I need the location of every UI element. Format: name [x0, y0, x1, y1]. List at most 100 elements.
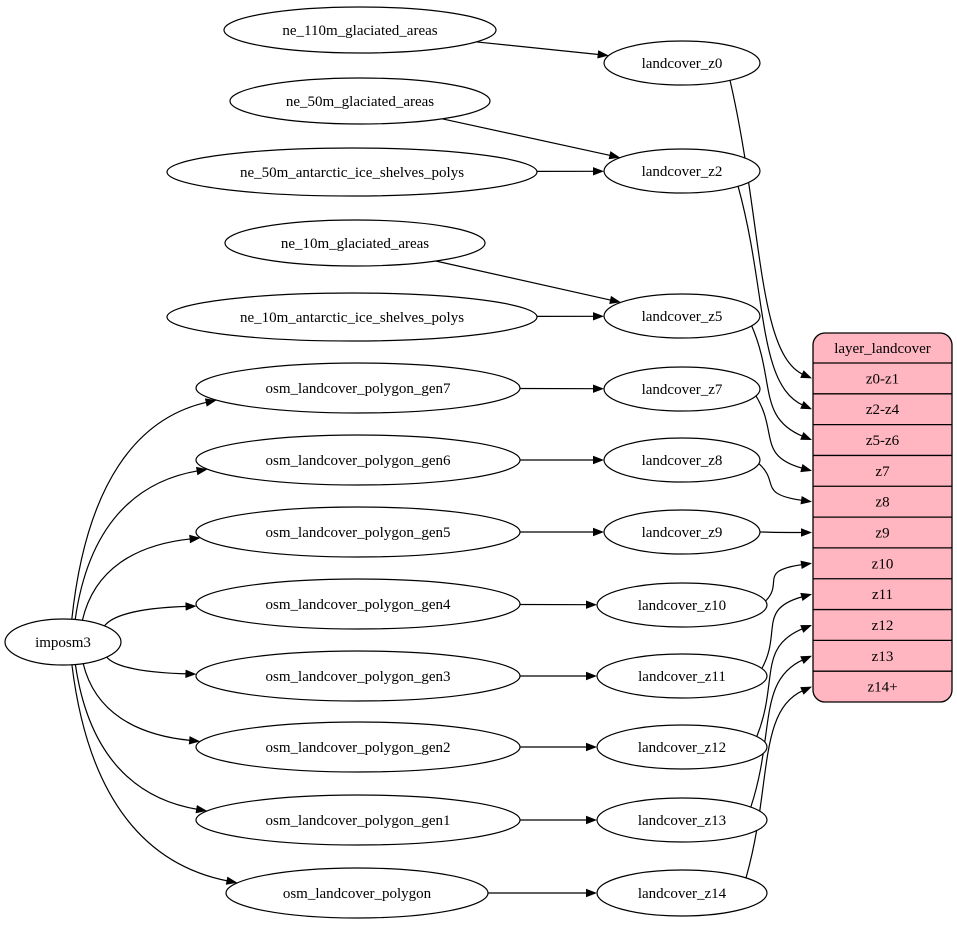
node-label: ne_50m_antarctic_ice_shelves_polys	[240, 165, 464, 181]
node-landcover_z11: landcover_z11	[597, 654, 767, 698]
edge-imposm3-to-osm_landcover_polygon_gen4	[105, 606, 188, 626]
node-landcover_z10: landcover_z10	[597, 583, 767, 627]
node-label: landcover_z9	[642, 525, 723, 541]
edge-arrowhead-icon	[593, 456, 604, 464]
edge-ne_110m_glaciated_areas-to-landcover_z0	[476, 42, 599, 55]
node-label: landcover_z14	[638, 886, 727, 902]
node-landcover_z9: landcover_z9	[604, 510, 760, 554]
table-row-label: z0-z1	[866, 371, 899, 387]
node-osm_landcover_polygon_gen3: osm_landcover_polygon_gen3	[196, 651, 520, 701]
table-row-label: z7	[875, 464, 890, 480]
node-osm_landcover_polygon_gen6: osm_landcover_polygon_gen6	[196, 435, 520, 485]
table-row-label: z8	[875, 495, 889, 511]
table-row-label: z5-z6	[866, 433, 900, 449]
edge-landcover_z8-to-row-4	[759, 464, 803, 501]
edge-imposm3-to-osm_landcover_polygon_gen3	[107, 657, 188, 674]
node-landcover_z8: landcover_z8	[604, 438, 760, 482]
node-ne_50m_antarctic_ice_shelves_polys: ne_50m_antarctic_ice_shelves_polys	[167, 148, 537, 196]
node-label: imposm3	[35, 635, 91, 651]
node-label: ne_10m_antarctic_ice_shelves_polys	[240, 310, 464, 326]
edge-arrowhead-icon	[586, 743, 597, 751]
edge-imposm3-to-osm_landcover_polygon_gen7	[72, 402, 208, 619]
edge-arrowhead-icon	[801, 561, 813, 569]
node-ne_50m_glaciated_areas: ne_50m_glaciated_areas	[230, 78, 490, 124]
edge-arrowhead-icon	[800, 432, 812, 440]
node-label: landcover_z2	[642, 164, 723, 180]
node-label: osm_landcover_polygon	[283, 886, 432, 902]
node-ne_10m_glaciated_areas: ne_10m_glaciated_areas	[225, 220, 485, 266]
edge-ne_10m_glaciated_areas-to-landcover_z5	[436, 261, 612, 300]
edge-arrowhead-icon	[800, 625, 812, 633]
node-label: osm_landcover_polygon_gen6	[266, 453, 451, 469]
edge-landcover_z7-to-row-3	[756, 396, 803, 469]
node-label: landcover_z5	[642, 309, 723, 325]
node-label: landcover_z12	[638, 740, 726, 756]
node-label: landcover_z13	[638, 813, 726, 829]
edge-imposm3-to-osm_landcover_polygon	[72, 665, 229, 881]
node-osm_landcover_polygon_gen4: osm_landcover_polygon_gen4	[196, 579, 520, 629]
node-label: ne_110m_glaciated_areas	[282, 23, 437, 39]
table-layer-landcover: layer_landcover z0-z1 z2-z4 z5-z6 z7 z8 z9 z10 z…	[813, 333, 952, 702]
edge-arrowhead-icon	[586, 672, 597, 680]
node-osm_landcover_polygon_gen2: osm_landcover_polygon_gen2	[196, 722, 520, 772]
node-label: osm_landcover_polygon_gen1	[266, 813, 451, 829]
node-label: ne_10m_glaciated_areas	[281, 236, 429, 252]
edge-imposm3-to-osm_landcover_polygon_gen5	[82, 539, 191, 621]
node-label: osm_landcover_polygon_gen7	[266, 381, 451, 397]
node-label: landcover_z8	[642, 453, 723, 469]
node-landcover_z12: landcover_z12	[597, 725, 767, 769]
node-label: landcover_z11	[638, 669, 726, 685]
table-title: layer_landcover	[834, 341, 931, 357]
edge-landcover_z10-to-row-6	[766, 565, 804, 602]
node-landcover_z0: landcover_z0	[604, 41, 760, 85]
edge-imposm3-to-osm_landcover_polygon_gen6	[75, 471, 199, 620]
edge-arrowhead-icon	[586, 816, 597, 824]
edge-arrowhead-icon	[800, 401, 812, 409]
edge-imposm3-to-osm_landcover_polygon_gen2	[83, 664, 191, 741]
edge-landcover_z2-to-row-1	[738, 186, 804, 405]
edge-landcover_z9-to-row-5	[760, 532, 803, 533]
table-row-label: z13	[872, 649, 894, 665]
table-row-label: z2-z4	[866, 402, 900, 418]
node-landcover_z13: landcover_z13	[597, 798, 767, 842]
edge-ne_50m_glaciated_areas-to-landcover_z2	[442, 119, 611, 156]
node-label: landcover_z0	[642, 56, 723, 72]
node-label: landcover_z10	[638, 598, 726, 614]
edge-arrowhead-icon	[185, 670, 196, 678]
table-row-label: z12	[872, 618, 894, 634]
table-row-label: z10	[872, 556, 894, 572]
edge-landcover_z11-to-row-7	[762, 597, 803, 669]
node-label: osm_landcover_polygon_gen5	[266, 525, 451, 541]
edge-arrowhead-icon	[586, 601, 597, 609]
edge-arrowhead-icon	[593, 312, 604, 320]
node-ne_110m_glaciated_areas: ne_110m_glaciated_areas	[224, 7, 496, 53]
edge-arrowhead-icon	[586, 889, 597, 897]
table-row-label: z9	[875, 526, 889, 542]
node-osm_landcover_polygon_gen1: osm_landcover_polygon_gen1	[196, 795, 520, 845]
edge-arrowhead-icon	[185, 602, 196, 610]
table-row-label: z11	[872, 587, 893, 603]
node-label: osm_landcover_polygon_gen4	[266, 597, 451, 613]
node-osm_landcover_polygon: osm_landcover_polygon	[226, 868, 488, 918]
node-landcover_z2: landcover_z2	[604, 149, 760, 193]
node-label: ne_50m_glaciated_areas	[286, 94, 434, 110]
node-landcover_z14: landcover_z14	[597, 870, 767, 916]
edge-arrowhead-icon	[800, 687, 812, 695]
edge-arrowhead-icon	[800, 464, 812, 472]
node-landcover_z5: landcover_z5	[604, 294, 760, 338]
edge-arrowhead-icon	[800, 656, 812, 664]
node-osm_landcover_polygon_gen5: osm_landcover_polygon_gen5	[196, 507, 520, 557]
nodes-layer: ne_110m_glaciated_areas ne_50m_glaciated_…	[5, 7, 767, 918]
edge-arrowhead-icon	[593, 385, 604, 393]
edge-imposm3-to-osm_landcover_polygon_gen1	[75, 665, 198, 810]
table-row-label: z14+	[867, 680, 897, 696]
node-landcover_z7: landcover_z7	[604, 367, 760, 411]
edge-arrowhead-icon	[801, 528, 812, 536]
node-label: osm_landcover_polygon_gen2	[266, 740, 451, 756]
edge-arrowhead-icon	[800, 593, 812, 601]
node-label: landcover_z7	[642, 382, 723, 398]
edge-landcover_z14-to-row-10	[746, 690, 804, 878]
node-ne_10m_antarctic_ice_shelves_polys: ne_10m_antarctic_ice_shelves_polys	[167, 293, 537, 341]
edge-arrowhead-icon	[593, 167, 604, 175]
